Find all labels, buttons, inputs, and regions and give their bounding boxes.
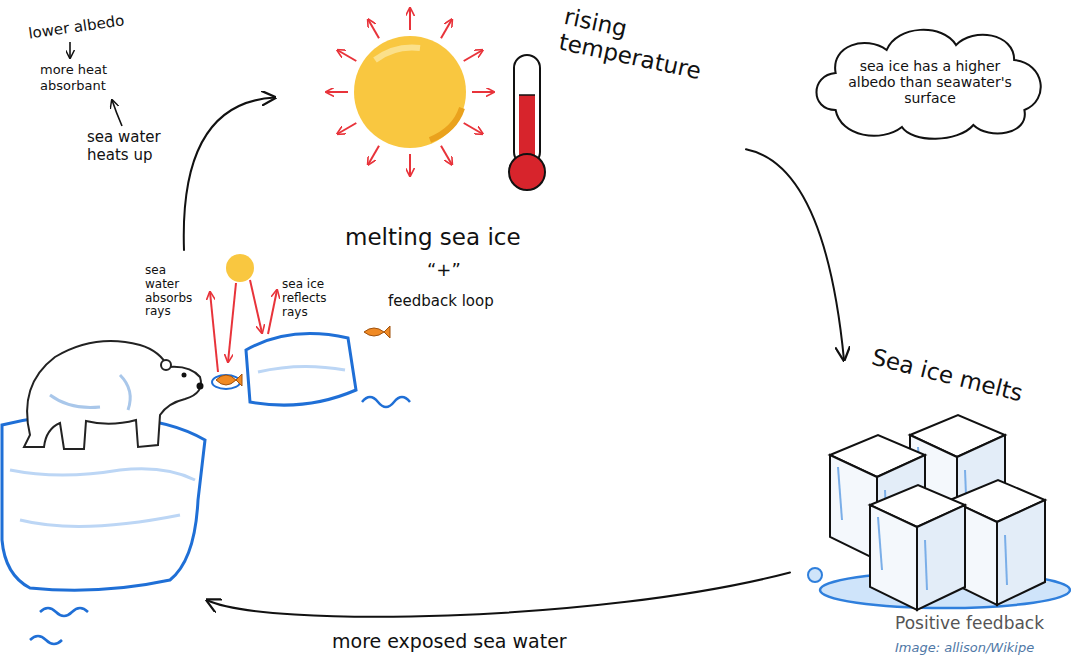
sun <box>326 8 494 176</box>
node-text: sea water absorbs rays <box>145 264 203 319</box>
caption: Positive feedback <box>895 613 1044 633</box>
thermometer <box>509 55 545 190</box>
annotation-text: lower albedo <box>27 11 125 42</box>
plus-sign: “+” <box>427 259 461 281</box>
node-text: rising temperature <box>556 3 741 92</box>
image-credit: Image: allison/Wikipe <box>895 640 1034 656</box>
center-title: melting sea ice <box>345 224 521 252</box>
waves <box>30 397 410 644</box>
node-text: sea ice has a higher albedo than seawate… <box>840 58 1020 106</box>
polar-bear-scene <box>2 254 390 590</box>
cycle-arrow <box>184 98 275 251</box>
arrow-label: more exposed sea water <box>330 630 569 653</box>
annotation-text: more heat absorbant <box>40 62 128 93</box>
melting-ice-group: Sea ice melts <box>790 360 1060 610</box>
node-text: Sea ice melts <box>869 344 1025 407</box>
cycle-arrow <box>207 573 790 617</box>
center-subtitle: feedback loop <box>388 292 494 310</box>
melting-ice-cubes <box>808 415 1070 610</box>
temperature-group: rising temperature <box>275 5 746 190</box>
node-text: sea ice reflects rays <box>282 278 342 319</box>
albedo-cloud: sea ice has a higher albedo than seawate… <box>805 15 1055 145</box>
arrow-label: sea water heats up <box>85 128 181 164</box>
cloud-outline <box>816 30 1040 139</box>
cycle-arrow <box>746 149 844 360</box>
